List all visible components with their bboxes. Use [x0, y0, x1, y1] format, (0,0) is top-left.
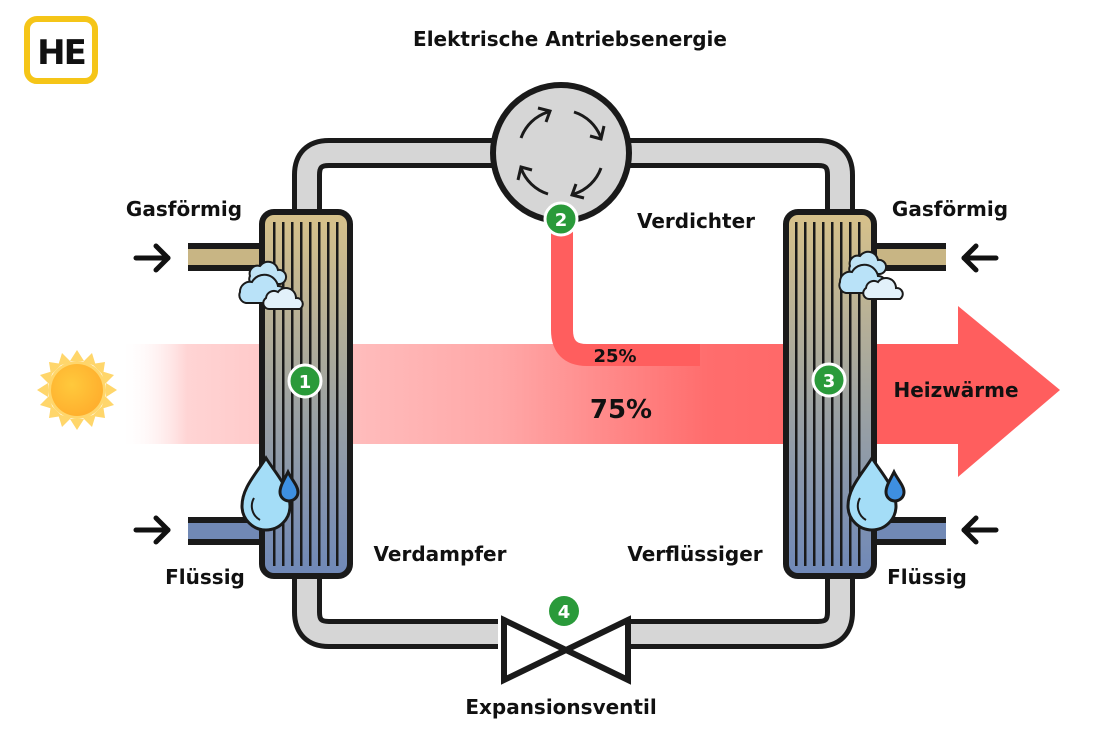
- svg-text:4: 4: [558, 602, 571, 623]
- electric-energy-line: [551, 225, 700, 366]
- sun-icon: [37, 350, 117, 430]
- label-evaporator: Verdampfer: [374, 542, 507, 566]
- label-expansion-valve: Expansionsventil: [465, 695, 656, 719]
- brand-logo: HE: [24, 16, 98, 84]
- svg-text:HE: HE: [37, 33, 85, 73]
- label-compressor: Verdichter: [637, 209, 755, 233]
- step-badge-3: 3: [811, 362, 847, 398]
- label-right-liquid: Flüssig: [887, 565, 967, 589]
- label-environment-share: 75%: [590, 395, 652, 425]
- svg-text:2: 2: [555, 210, 568, 231]
- cloud-icon-right: [838, 250, 904, 301]
- step-badge-1: 1: [287, 363, 323, 399]
- label-right-gas: Gasförmig: [892, 197, 1008, 221]
- water-drop-icon-left: [240, 455, 300, 532]
- cloud-icon-left: [238, 260, 304, 311]
- expansion-valve: [498, 615, 631, 685]
- label-electric-share: 25%: [593, 346, 636, 367]
- arrow-icon-right-liquid: [961, 515, 999, 545]
- arrow-icon-right-gas: [961, 243, 999, 273]
- svg-text:3: 3: [823, 371, 836, 392]
- water-drop-icon-right: [846, 455, 906, 532]
- arrow-icon-left-liquid: [133, 515, 171, 545]
- label-left-gas: Gasförmig: [126, 197, 242, 221]
- label-condenser: Verflüssiger: [627, 542, 762, 566]
- step-badge-4: 4: [549, 596, 579, 626]
- step-badge-2: 2: [543, 201, 579, 237]
- arrow-icon-left-gas: [133, 243, 171, 273]
- heat-arrow-head: [958, 306, 1060, 477]
- label-heat-output: Heizwärme: [893, 378, 1018, 402]
- diagram-title: Elektrische Antriebsenergie: [413, 27, 727, 51]
- compressor: [490, 82, 632, 224]
- label-left-liquid: Flüssig: [165, 565, 245, 589]
- svg-text:1: 1: [299, 372, 312, 393]
- rotation-arrows-icon: [516, 106, 606, 200]
